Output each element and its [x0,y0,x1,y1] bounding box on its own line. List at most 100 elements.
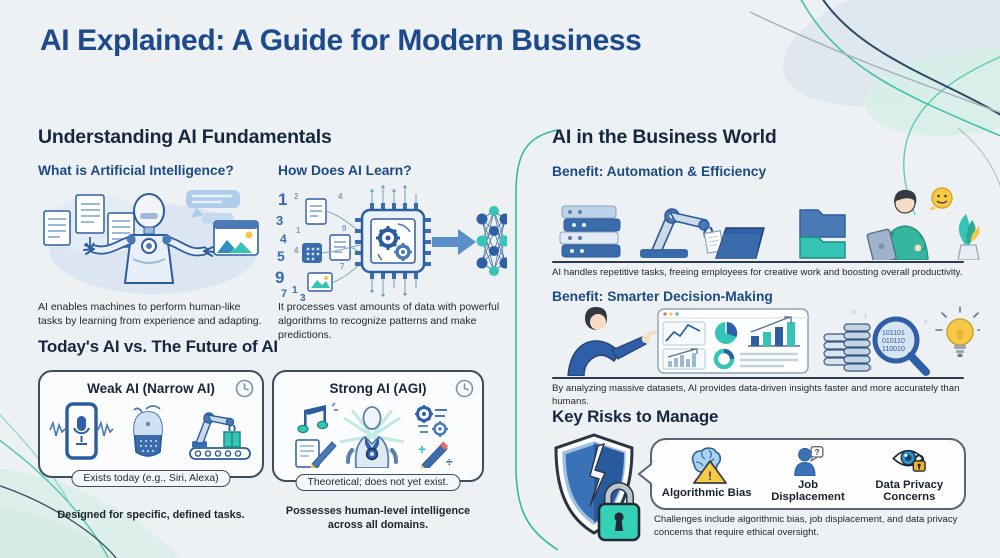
svg-text:0: 0 [852,310,856,316]
smiley-icon [929,187,953,210]
robot-arm-folder-icon [640,208,765,259]
person-question-icon: ? [794,446,824,476]
risks-heading: Key Risks to Manage [552,407,719,426]
dashboard-icon [657,308,809,374]
folders-icon [799,209,846,259]
risk-item-data-privacy: Data Privacy Concerns [859,446,960,504]
svg-text:5: 5 [277,248,285,264]
svg-text:3: 3 [300,293,306,301]
left-section-heading: Understanding AI Fundamentals [38,126,332,148]
music-notes-icon [297,402,338,434]
speech-bubble-icon [186,190,240,224]
risks-box: ! Algorithmic Bias ? Job Displacement [637,438,966,510]
risks-body: Challenges include algorithmic bias, job… [654,514,958,538]
benefit1-heading: Benefit: Automation & Efficiency [552,164,767,179]
bar-chart-icon [748,316,800,347]
neural-network-icon [476,206,507,276]
lightbulb-icon [935,306,980,357]
risk-label: Algorithmic Bias [661,487,752,499]
eye-lock-icon [892,449,927,472]
automation-illustration [559,187,980,260]
arrow-icon [432,229,476,255]
risk-item-algorithmic-bias: ! Algorithmic Bias [656,446,757,504]
binary-data: 101101 010110 110010 [882,330,905,353]
svg-text:7: 7 [340,262,345,271]
binders-icon [559,205,621,258]
document-pencil-icon [295,439,337,468]
benefit1-body: AI handles repetitive tasks, freeing emp… [552,267,963,278]
decision-illustration: 101101 010110 110010 1 0 1 0 [567,306,980,376]
benefit2-body: By analyzing massive datasets, AI provid… [552,383,960,407]
gears-icon [376,223,412,261]
what-is-ai-heading: What is Artificial Intelligence? [38,163,234,178]
weak-ai-caption: Designed for specific, defined tasks. [57,509,245,521]
clock-icon [235,379,254,398]
strong-ai-caption: Possesses human-level intelligence acros… [285,505,471,532]
versus-heading: Today's AI vs. The Future of AI [38,337,278,356]
svg-text:7: 7 [281,288,287,300]
svg-text:010110: 010110 [882,338,905,345]
humanoid-icon [346,406,398,468]
divider-line [552,261,964,263]
svg-text:1: 1 [870,366,874,372]
gears-list-icon [415,405,448,437]
robot-illustration [43,190,259,294]
svg-text:2: 2 [294,192,299,201]
svg-text:110010: 110010 [882,346,905,353]
magnifier-icon: 101101 010110 110010 1 0 1 0 [852,310,930,376]
svg-text:4: 4 [338,192,343,201]
bubble-tail [637,461,654,487]
data-grid-icon [302,243,322,263]
strong-ai-card: Strong AI (AGI) [272,370,484,491]
risk-item-job-displacement: ? Job Displacement [757,446,858,504]
what-is-ai-body: AI enables machines to perform human-lik… [38,301,262,327]
robot-icon [83,193,215,284]
strong-ai-icons: + ÷ [295,402,453,468]
weak-ai-icons [49,402,251,460]
robot-arm-icon [189,412,251,460]
risk-label: Data Privacy Concerns [875,478,944,504]
coins-icon [823,323,871,372]
plant-icon [957,214,980,260]
weak-ai-title: Weak AI (Narrow AI) [87,381,215,396]
svg-text:9: 9 [342,224,347,233]
svg-text:1: 1 [864,314,868,320]
svg-text:3: 3 [276,213,283,228]
worker-icon [866,187,980,260]
chip-learning-illustration: 1 3 4 5 9 7 1 3 2 1 4 7 9 4 [275,185,507,301]
data-doc2-icon [329,234,351,261]
chip-icon [355,185,431,297]
documents-icon [43,194,135,248]
strong-ai-title: Strong AI (AGI) [329,381,427,396]
svg-text:4: 4 [294,246,299,255]
divider-line [552,377,964,379]
weak-ai-pill: Exists today (e.g., Siri, Alexa) [71,470,231,487]
how-ai-learns-heading: How Does AI Learn? [278,163,412,178]
how-ai-learns-body: It processes vast amounts of data with p… [278,301,500,341]
strong-ai-pill: Theoretical; does not yet exist. [295,474,461,491]
svg-text:0: 0 [924,320,928,326]
svg-text:?: ? [815,448,820,457]
risk-label: Job Displacement [771,478,845,504]
svg-text:÷: ÷ [446,455,453,468]
svg-text:101101: 101101 [882,330,905,337]
svg-text:+: + [418,441,426,457]
smart-speaker-icon [133,405,163,457]
column-divider [515,129,559,551]
brain-warning-icon: ! [691,447,727,484]
image-card-icon [213,220,259,256]
weak-ai-card: Weak AI (Narrow AI) [38,370,264,487]
svg-text:1: 1 [278,190,287,209]
data-doc-icon [305,198,327,225]
data-digits: 1 3 4 5 9 7 1 3 [275,190,306,301]
data-image-icon [307,272,333,292]
page-title: AI Explained: A Guide for Modern Busines… [40,24,642,57]
svg-text:1: 1 [292,285,298,296]
clock-icon [455,379,474,398]
pencil-math-icon: + ÷ [418,441,453,468]
shield-lock-icon [554,433,641,542]
data-digits-small: 2 1 4 7 9 4 [294,192,347,271]
voice-phone-icon [49,402,114,460]
analyst-icon [567,307,658,376]
